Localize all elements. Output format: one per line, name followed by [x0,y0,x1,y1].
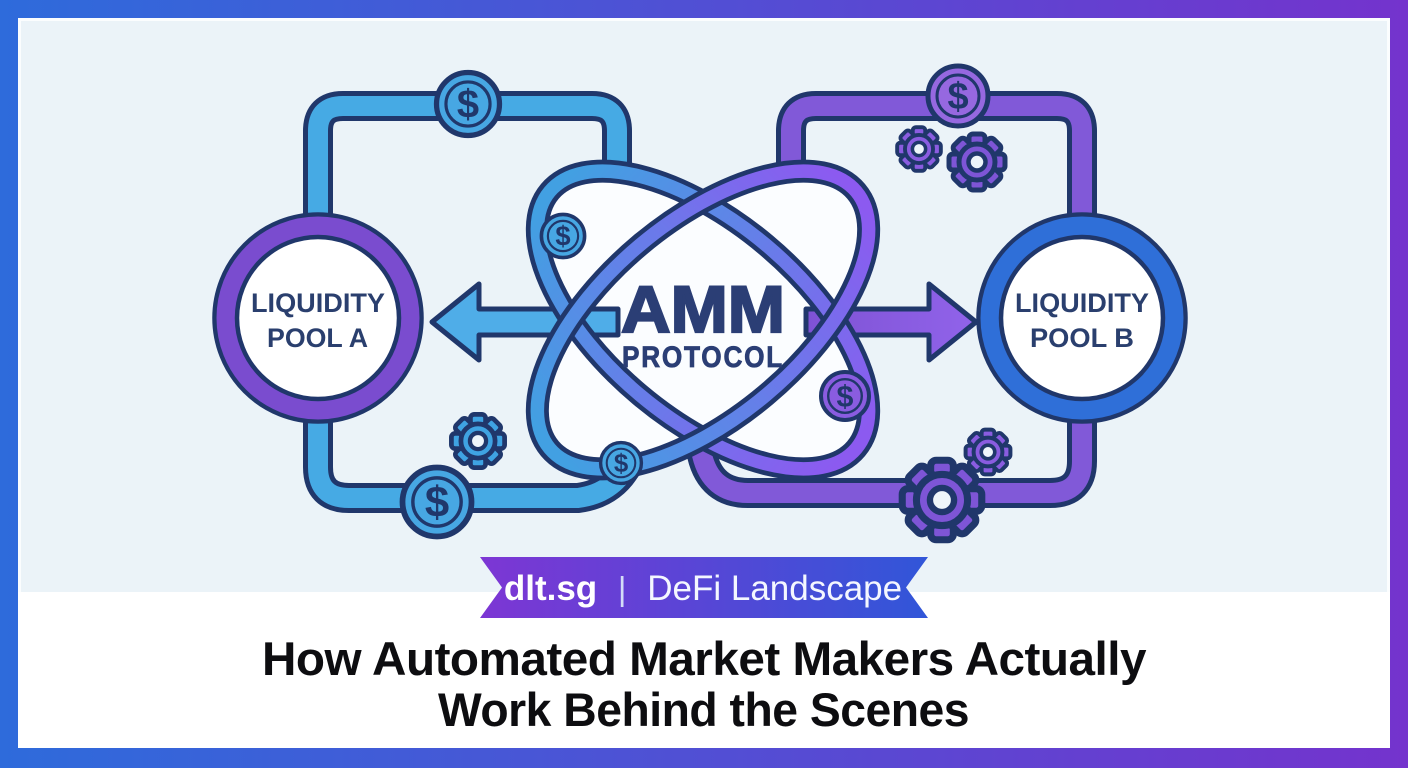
dollar-sign: $ [425,478,449,527]
dollar-coin-icon: $ [539,212,587,260]
gear-icon [898,456,986,544]
dollar-coin-icon: $ [399,464,475,540]
headline-line1: How Automated Market Makers Actually [262,632,1146,685]
series-name: DeFi Landscape [647,569,902,608]
gear-icon [895,125,943,173]
arrow-left-to-pool-a [429,281,621,363]
orbit-fills [537,171,869,469]
dollar-sign: $ [457,83,479,127]
gear-icon [449,412,507,470]
gear-icon [963,427,1013,477]
dollar-coin-icon: $ [598,440,644,486]
ribbon-text: dlt.sg | DeFi Landscape [504,569,902,608]
ribbon-banner: dlt.sg | DeFi Landscape [480,557,928,618]
amm-title: AMM [621,272,785,346]
dollar-sign: $ [947,76,968,118]
ribbon-separator: | [618,570,627,607]
liquidity-pool-b-node: LIQUIDITY POOL B [976,212,1188,424]
headline: How Automated Market Makers Actually Wor… [262,632,1147,736]
dollar-sign: $ [614,450,628,478]
brand-name: dlt.sg [504,569,597,608]
gear-icon [946,131,1008,193]
pool-a-label-line2: POOL A [267,323,368,353]
dollar-coin-icon: $ [818,369,872,423]
liquidity-pool-a-node: LIQUIDITY POOL A [212,212,424,424]
arrow-right-to-pool-b [803,281,979,363]
pool-a-label-line1: LIQUIDITY [251,288,385,318]
dollar-coin-icon: $ [925,63,991,129]
dollar-sign: $ [837,379,854,413]
dollar-coin-icon: $ [433,69,503,139]
inner-frame-line [18,18,1390,748]
dollar-sign: $ [555,220,570,251]
pool-b-label-line2: POOL B [1030,323,1134,353]
amm-protocol-label: AMM PROTOCOL [620,271,786,375]
pool-b-label-line1: LIQUIDITY [1015,288,1149,318]
headline-line2: Work Behind the Scenes [438,683,969,736]
orbit-rings [525,159,881,481]
amm-subtitle: PROTOCOL [622,341,784,374]
